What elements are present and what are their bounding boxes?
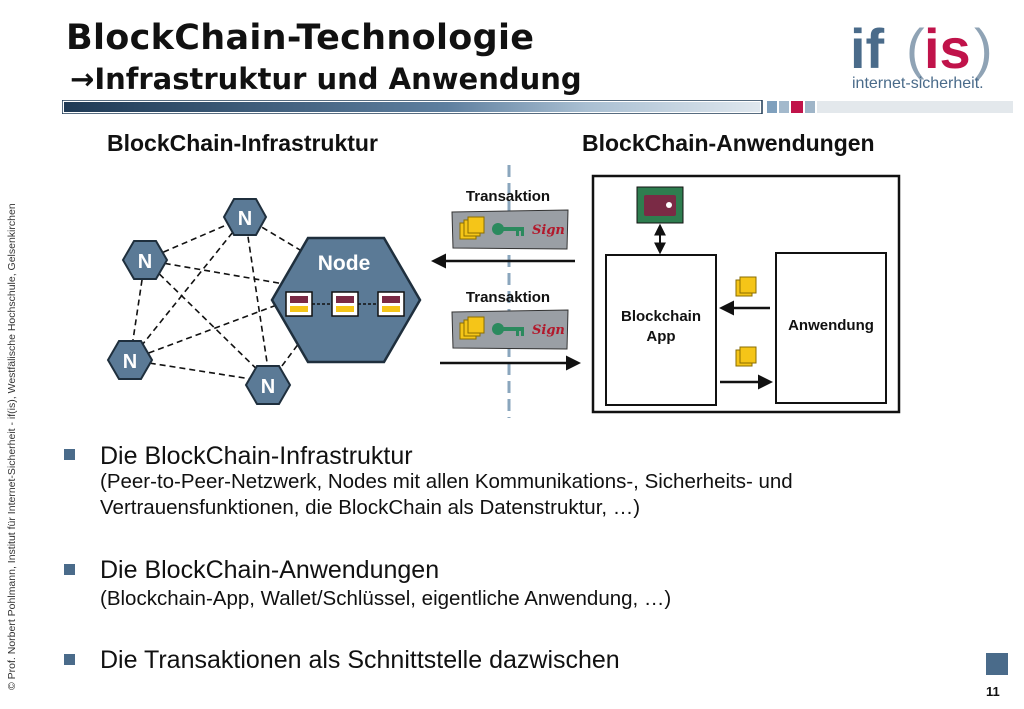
blockchain-blocks bbox=[285, 291, 405, 317]
heading-applications: BlockChain-Anwendungen bbox=[582, 130, 875, 156]
arrow-right-icon: → bbox=[70, 62, 95, 96]
application-box bbox=[775, 252, 887, 404]
bullet-square-icon bbox=[64, 449, 75, 460]
blockchain-app-label-2: App bbox=[646, 328, 675, 345]
bullet-2-sub1: (Blockchain-App, Wallet/Schlüssel, eigen… bbox=[100, 587, 672, 610]
bullet-square-icon bbox=[64, 564, 75, 575]
bullet-1-sub2: Vertrauensfunktionen, die BlockChain als… bbox=[100, 496, 641, 519]
sign-label: Sign bbox=[532, 323, 565, 338]
bullet-2-main: Die BlockChain-Anwendungen bbox=[100, 556, 440, 584]
logo-tagline: internet-sicherheit. bbox=[852, 75, 984, 92]
header-bar bbox=[62, 100, 1013, 114]
node-hex-2: N bbox=[121, 240, 169, 280]
bullet-1-main: Die BlockChain-Infrastruktur bbox=[100, 442, 413, 470]
transaction-card-2: Sign bbox=[451, 309, 569, 350]
key-icon bbox=[492, 223, 524, 236]
bullet-square-icon bbox=[64, 654, 75, 665]
slide-title: BlockChain-Technologie bbox=[66, 18, 535, 58]
sign-label: Sign bbox=[532, 223, 565, 238]
node-hex-main: Node bbox=[270, 236, 422, 364]
copyright-note: © Prof. Norbert Pohlmann, Institut für I… bbox=[6, 203, 18, 690]
transaction-label-2: Transaktion bbox=[466, 289, 550, 306]
node-label: Node bbox=[318, 252, 371, 275]
key-icon bbox=[492, 323, 524, 336]
footer-square bbox=[986, 653, 1008, 675]
node-letter: N bbox=[123, 351, 137, 373]
transaction-card-1: Sign bbox=[451, 209, 569, 250]
logo-paren-close: ) bbox=[974, 17, 993, 80]
logo-is: is bbox=[924, 17, 971, 80]
node-letter: N bbox=[238, 208, 252, 230]
logo-paren-open: ( bbox=[906, 17, 925, 80]
node-hex-4: N bbox=[244, 365, 292, 405]
data-blocks-top bbox=[735, 276, 757, 297]
slide-subtitle: →Infrastruktur und Anwendung bbox=[70, 62, 582, 96]
transaction-label-1: Transaktion bbox=[466, 188, 550, 205]
node-letter: N bbox=[261, 376, 275, 398]
blockchain-app-label-1: Blockchain bbox=[621, 308, 701, 325]
node-letter: N bbox=[138, 251, 152, 273]
logo-if: if bbox=[850, 17, 885, 80]
blockchain-app-box bbox=[605, 254, 717, 406]
bullet-3-main: Die Transaktionen als Schnittstelle dazw… bbox=[100, 646, 620, 674]
subtitle-text: Infrastruktur und Anwendung bbox=[94, 62, 582, 96]
wallet-icon bbox=[636, 186, 684, 224]
node-hex-1: N bbox=[222, 198, 268, 236]
page-number: 11 bbox=[986, 684, 1000, 699]
bullet-1-sub1: (Peer-to-Peer-Netzwerk, Nodes mit allen … bbox=[100, 470, 793, 493]
blockchain-diagram: N N N N Node Transaktion bbox=[106, 165, 901, 418]
heading-infrastructure: BlockChain-Infrastruktur bbox=[107, 130, 378, 156]
application-label: Anwendung bbox=[788, 317, 874, 334]
if-is-logo: if ( is ) internet-sicherheit. bbox=[850, 17, 993, 92]
node-hex-3: N bbox=[106, 340, 154, 380]
data-blocks-bottom bbox=[735, 346, 757, 367]
